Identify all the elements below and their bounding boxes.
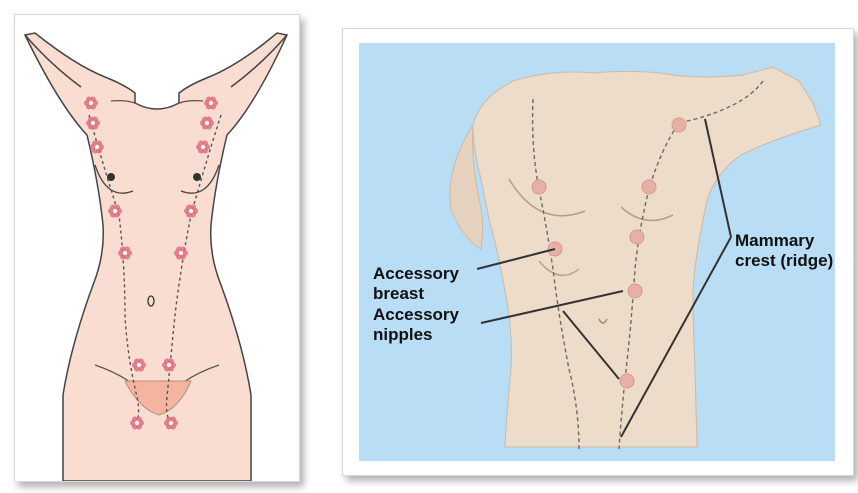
areola-mark (672, 118, 686, 132)
nipple-right (193, 173, 201, 181)
right-illustration-panel: Accessory breast Accessory nipples Mamma… (342, 28, 854, 476)
female-torso-diagram (15, 15, 299, 481)
left-illustration-panel (14, 14, 300, 482)
areola-mark (642, 180, 656, 194)
areola-mark (628, 284, 642, 298)
label-accessory-nipples: Accessory nipples (373, 305, 483, 345)
areola-mark (620, 374, 634, 388)
areola-mark (630, 230, 644, 244)
label-accessory-breast: Accessory breast (373, 264, 483, 304)
areola-mark (532, 180, 546, 194)
label-mammary-crest: Mammary crest (ridge) (735, 231, 855, 271)
